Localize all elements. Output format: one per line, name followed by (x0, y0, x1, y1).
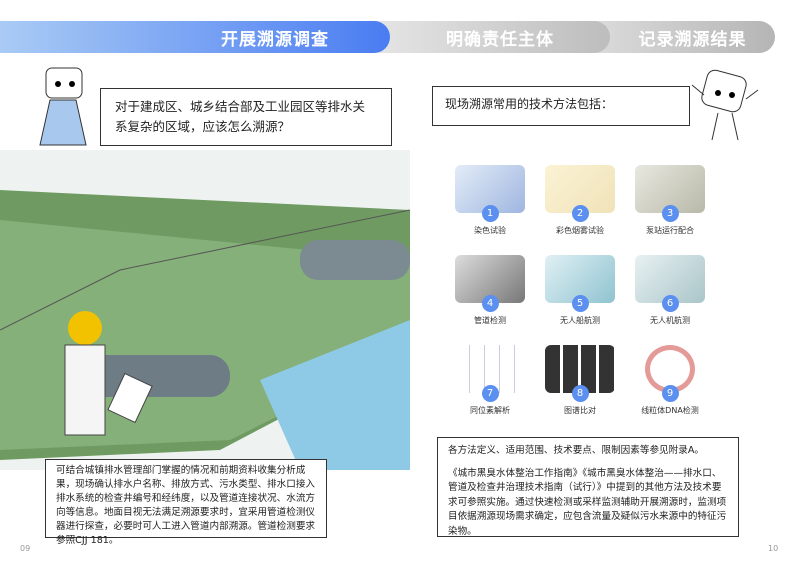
tab-investigate: 开展溯源调查 (0, 21, 390, 53)
method-dye-test: 1 染色试验 (445, 165, 535, 251)
method-pipe-inspection: 4 管道检测 (445, 255, 535, 341)
method-label: 管道检测 (474, 316, 506, 325)
method-number: 8 (571, 385, 589, 402)
mascot-right-icon (691, 69, 759, 141)
note-guidelines: 《城市黑臭水体整治工作指南》《城市黑臭水体整治——排水口、管道及检查井治理技术指… (448, 467, 727, 537)
method-mtdna: 9 线粒体DNA检测 (625, 345, 715, 431)
method-label: 无人船航测 (560, 316, 600, 325)
method-number: 3 (661, 205, 679, 222)
left-body-text: 可结合城镇排水管理部门掌握的情况和前期资料收集分析成果，现场确认排水户名称、排放… (45, 459, 327, 546)
method-number: 2 (571, 205, 589, 222)
right-notes-box: 各方法定义、适用范围、技术要点、限制因素等参见附录A。 《城市黑臭水体整治工作指… (437, 437, 739, 537)
method-spectrum: 8 图谱比对 (535, 345, 625, 431)
page-number-right: 10 (768, 544, 779, 553)
method-label: 泵站运行配合 (646, 226, 694, 235)
question-bubble: 对于建成区、城乡结合部及工业园区等排水关系复杂的区域，应该怎么溯源？ (100, 88, 392, 146)
tab-responsibility: 明确责任主体 (370, 21, 610, 53)
tablet (107, 372, 153, 424)
mascot-left-icon (39, 67, 87, 146)
methods-heading-bubble: 现场溯源常用的技术方法包括： (432, 86, 690, 126)
inspection-illustration (0, 150, 410, 470)
method-number: 7 (481, 385, 499, 402)
method-label: 同位素解析 (470, 406, 510, 415)
method-label: 染色试验 (474, 226, 506, 235)
hard-hat (68, 311, 102, 345)
method-number: 4 (481, 295, 499, 312)
method-number: 9 (661, 385, 679, 402)
step-tabs: 开展溯源调查 明确责任主体 记录溯源结果 (0, 21, 775, 53)
note-appendix: 各方法定义、适用范围、技术要点、限制因素等参见附录A。 (448, 445, 704, 456)
method-label: 彩色烟雾试验 (556, 226, 604, 235)
method-label: 无人机航测 (650, 316, 690, 325)
method-label: 线粒体DNA检测 (641, 406, 699, 415)
method-label: 图谱比对 (564, 406, 596, 415)
method-pump-station: 3 泵站运行配合 (625, 165, 715, 251)
methods-grid: 1 染色试验 2 彩色烟雾试验 3 泵站运行配合 4 管道检测 5 无人船航测 6 无人机航… (445, 160, 715, 420)
method-isotope: 7 同位素解析 (445, 345, 535, 431)
method-smoke-test: 2 彩色烟雾试验 (535, 165, 625, 251)
method-unmanned-boat: 5 无人船航测 (535, 255, 625, 341)
method-number: 5 (571, 295, 589, 312)
tab-record: 记录溯源结果 (590, 21, 775, 53)
method-number: 1 (481, 205, 499, 222)
page-number-left: 09 (20, 544, 31, 553)
method-drone: 6 无人机航测 (625, 255, 715, 341)
method-number: 6 (661, 295, 679, 312)
